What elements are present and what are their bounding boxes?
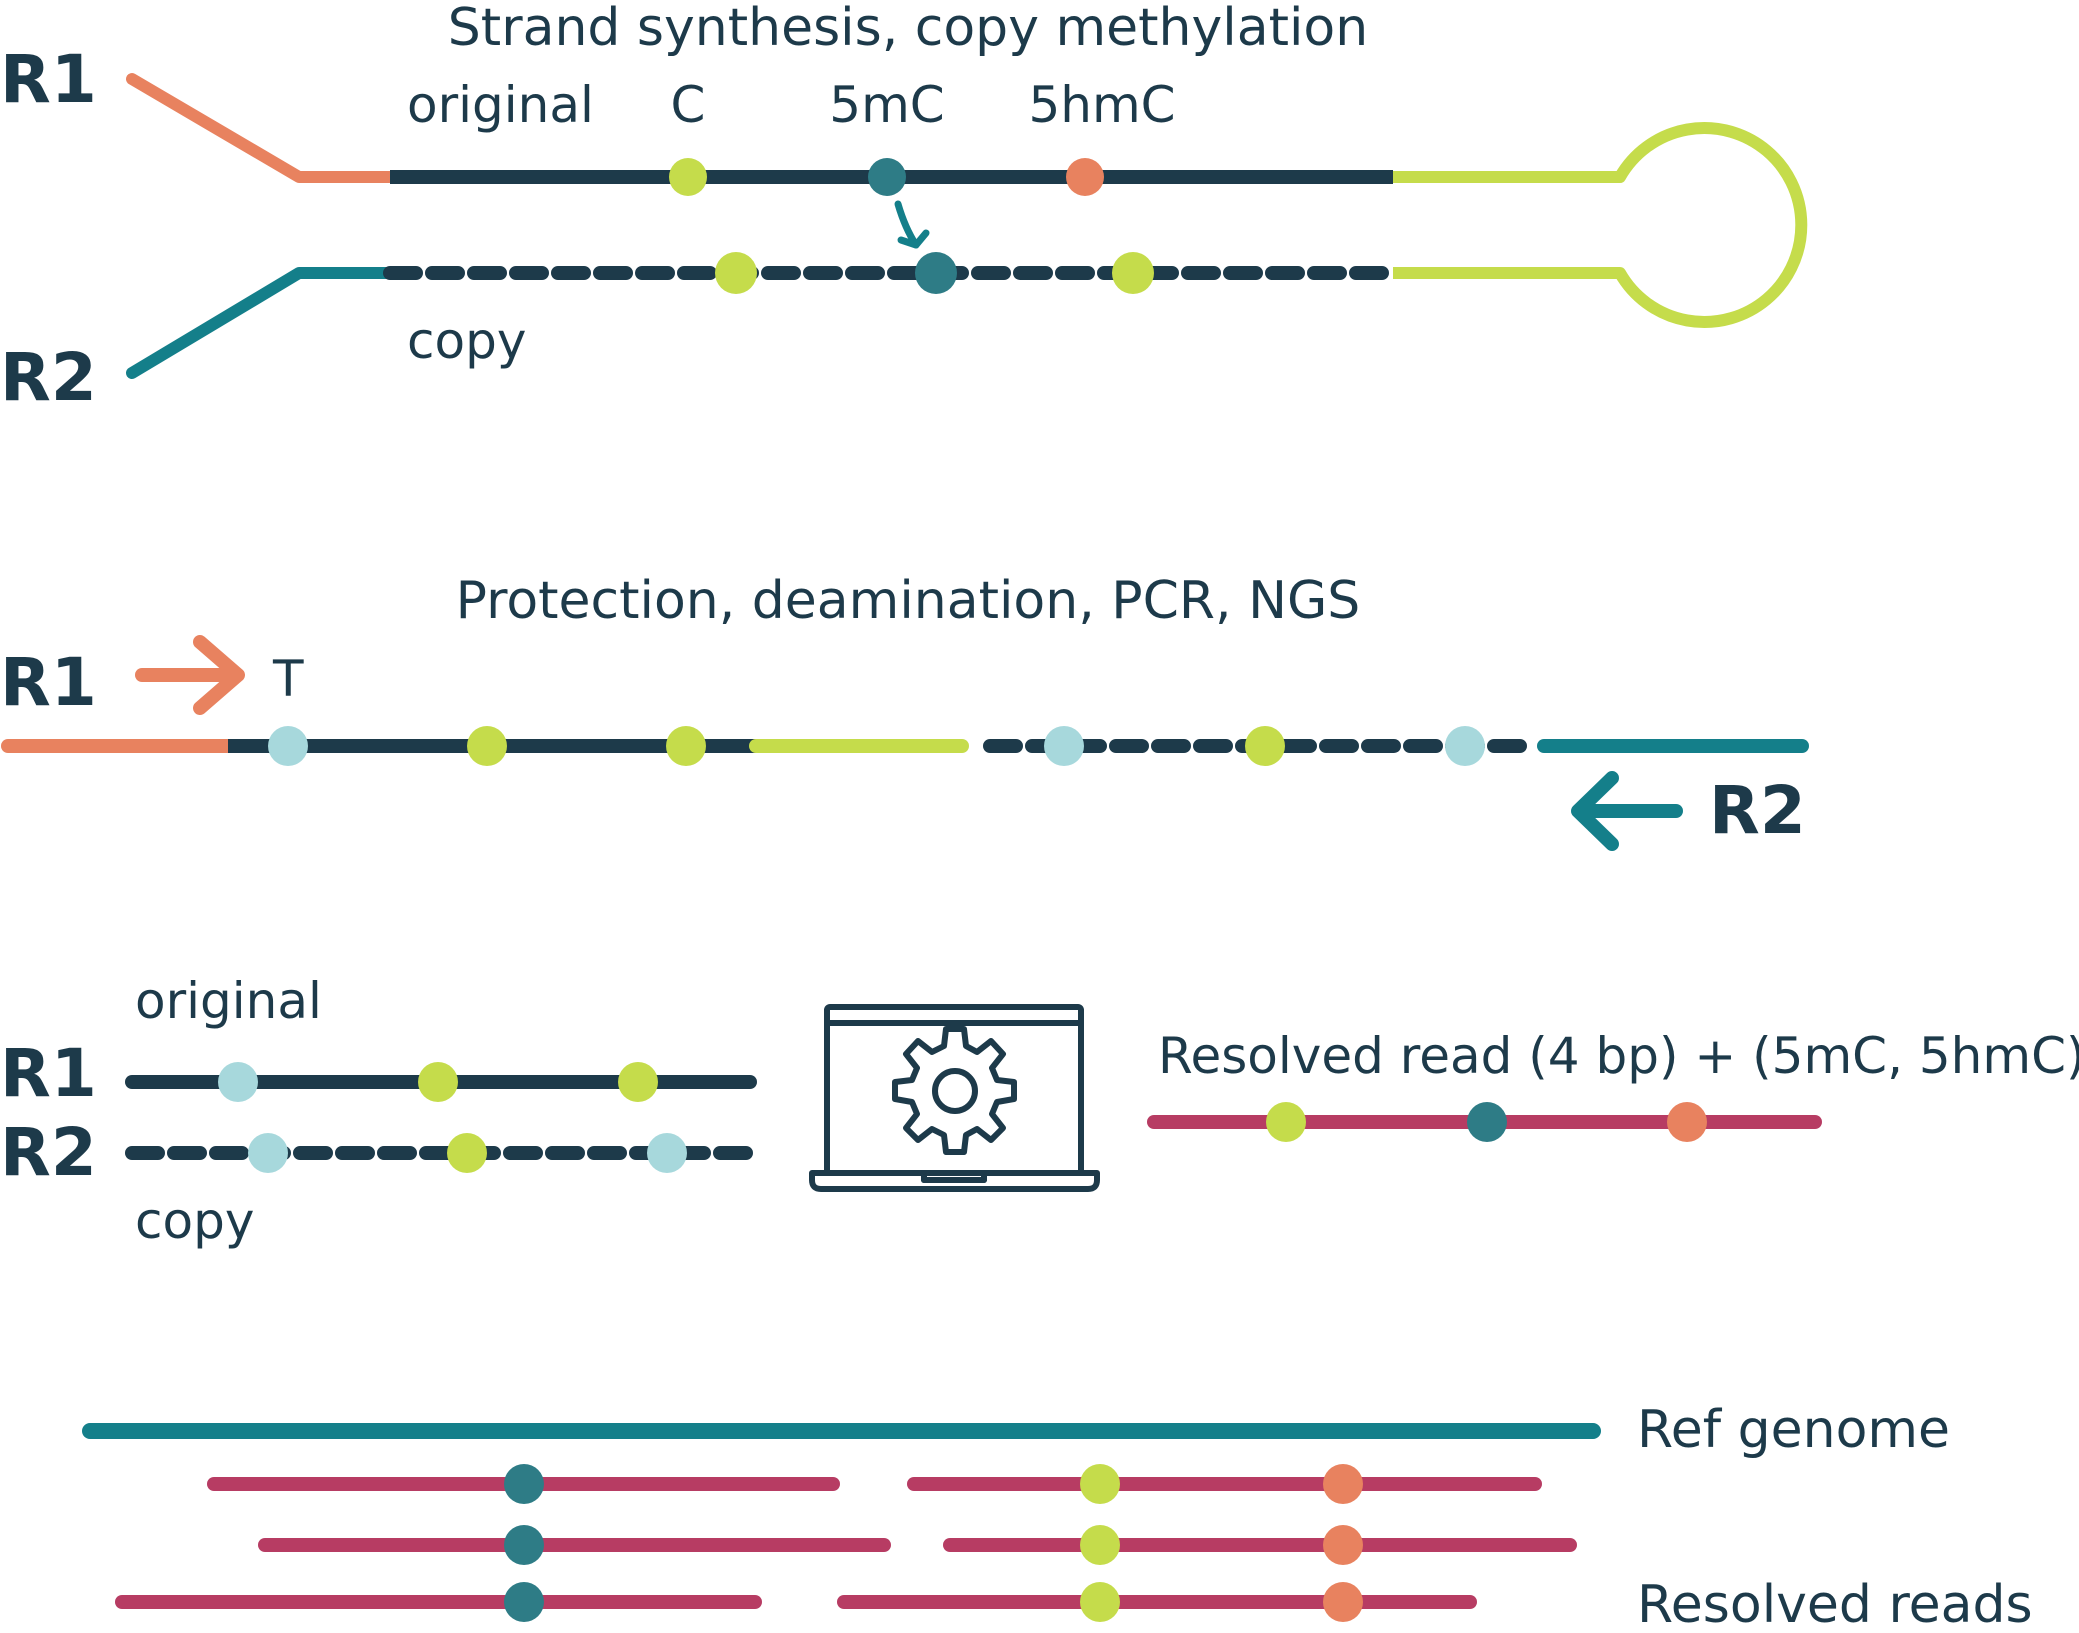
mark-5mc-label: 5mC (829, 76, 944, 134)
r2-c-dot (447, 1133, 487, 1173)
original-strand-label: original (407, 76, 594, 134)
aligned-5mc-dot (504, 1582, 544, 1622)
ref-genome-label: Ref genome (1637, 1400, 1950, 1460)
hairpin-adapter (1393, 122, 1808, 328)
resolved-c-dot (1266, 1102, 1306, 1142)
panel-read-resolution: original copy R1 R2 Resolved read (4 bp)… (0, 972, 2079, 1250)
r1-adapter (126, 73, 396, 183)
linear-t-dot-3 (1445, 726, 1485, 766)
aligned-c-dot (1080, 1582, 1120, 1622)
aligned-5hmc-dot (1323, 1464, 1363, 1504)
panel-alignment: Ref genome Resolved reads (82, 1400, 2033, 1633)
laptop-gear-icon (809, 1004, 1100, 1192)
r1-t-dot (218, 1062, 258, 1102)
aligned-reads (115, 1464, 1577, 1622)
original-5mc-dot (868, 158, 906, 196)
aligned-c-dot (1080, 1525, 1120, 1565)
resolved-read-label: Resolved read (4 bp) + (5mC, 5hmC) (1158, 1027, 2079, 1085)
resolved-5mc-dot (1467, 1102, 1507, 1142)
r1-c-dot-2 (618, 1062, 658, 1102)
copy-c-dot-2 (1112, 252, 1154, 294)
panel3-r1-label: R1 (0, 1035, 97, 1112)
panel2-r2-label: R2 (1709, 772, 1806, 849)
r2-t-dot-1 (248, 1133, 288, 1173)
aligned-5hmc-dot (1323, 1525, 1363, 1565)
original-c-dot (669, 158, 707, 196)
aligned-c-dot (1080, 1464, 1120, 1504)
panel2-title: Protection, deamination, PCR, NGS (456, 571, 1361, 631)
linear-t-dot-1 (268, 726, 308, 766)
r1-primer-arrow-icon (135, 635, 245, 715)
copy-5mc-dot (915, 252, 957, 294)
copy-strand-label: copy (407, 312, 526, 370)
linear-c-dot-2 (666, 726, 706, 766)
r2-t-dot-2 (647, 1133, 687, 1173)
linear-c-dot-3 (1245, 726, 1285, 766)
panel3-original-label: original (135, 972, 322, 1030)
mark-c-label: C (671, 76, 706, 134)
copy-methylation-arrow-icon (894, 200, 930, 249)
panel1-title: Strand synthesis, copy methylation (448, 0, 1368, 58)
linear-c-dot-1 (467, 726, 507, 766)
linear-t-dot-2 (1044, 726, 1084, 766)
aligned-5mc-dot (504, 1525, 544, 1565)
aligned-5hmc-dot (1323, 1582, 1363, 1622)
panel-protection-pcr: Protection, deamination, PCR, NGS R1 R2 … (0, 571, 1809, 851)
r2-primer-arrow-icon (1571, 771, 1683, 851)
t-label: T (272, 650, 304, 708)
panel1-r2-label: R2 (0, 339, 97, 416)
panel1-r1-label: R1 (0, 41, 97, 118)
panel3-copy-label: copy (135, 1192, 254, 1250)
panel3-r2-label: R2 (0, 1114, 97, 1191)
resolved-reads-label: Resolved reads (1637, 1575, 2033, 1633)
copy-c-dot (715, 252, 757, 294)
panel-strand-synthesis: Strand synthesis, copy methylation R1 R2… (0, 0, 1808, 416)
r1-c-dot-1 (418, 1062, 458, 1102)
mark-5hmc-label: 5hmC (1028, 76, 1175, 134)
aligned-5mc-dot (504, 1464, 544, 1504)
r2-adapter (126, 267, 396, 379)
panel2-r1-label: R1 (0, 644, 97, 721)
original-5hmc-dot (1066, 158, 1104, 196)
resolved-5hmc-dot (1667, 1102, 1707, 1142)
gear-icon (892, 1026, 1017, 1155)
